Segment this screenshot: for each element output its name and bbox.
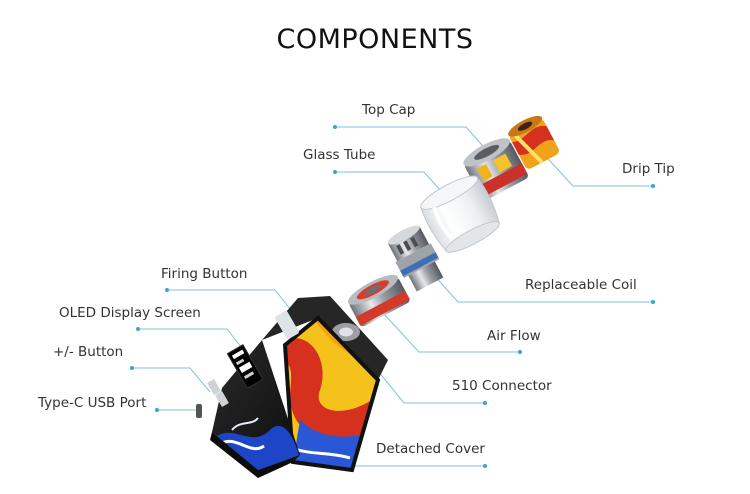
label-oled-display: OLED Display Screen [59, 305, 201, 321]
label-top-cap: Top Cap [362, 102, 416, 118]
leader-replaceable-coil [422, 262, 653, 303]
mod-top-face [262, 296, 388, 380]
label-plus-minus-button: +/- Button [53, 344, 124, 360]
label-air-flow: Air Flow [487, 328, 541, 344]
leader-oled-display [138, 328, 246, 353]
label-firing-button: Firing Button [161, 266, 248, 282]
label-glass-tube: Glass Tube [303, 147, 376, 163]
label-detached-cover: Detached Cover [376, 441, 485, 457]
leader-air-flow [382, 312, 520, 353]
replaceable-coil [387, 225, 444, 292]
page-title: COMPONENTS [276, 24, 474, 55]
plus-minus-button [207, 379, 221, 395]
label-replaceable-coil: Replaceable Coil [525, 277, 637, 293]
leader-firing-button [167, 289, 292, 311]
leader-drip-tip [539, 149, 653, 187]
glass-tube [420, 175, 500, 253]
leader-plus-minus [132, 367, 211, 393]
leader-dots [130, 125, 655, 468]
type-c-port [196, 404, 202, 418]
label-type-c-port: Type-C USB Port [38, 395, 147, 411]
oled-display [226, 343, 264, 390]
label-510-connector: 510 Connector [452, 378, 552, 394]
firing-button [275, 310, 299, 340]
drip-tip [508, 115, 559, 169]
label-drip-tip: Drip Tip [622, 161, 675, 177]
air-flow-base [347, 274, 410, 327]
